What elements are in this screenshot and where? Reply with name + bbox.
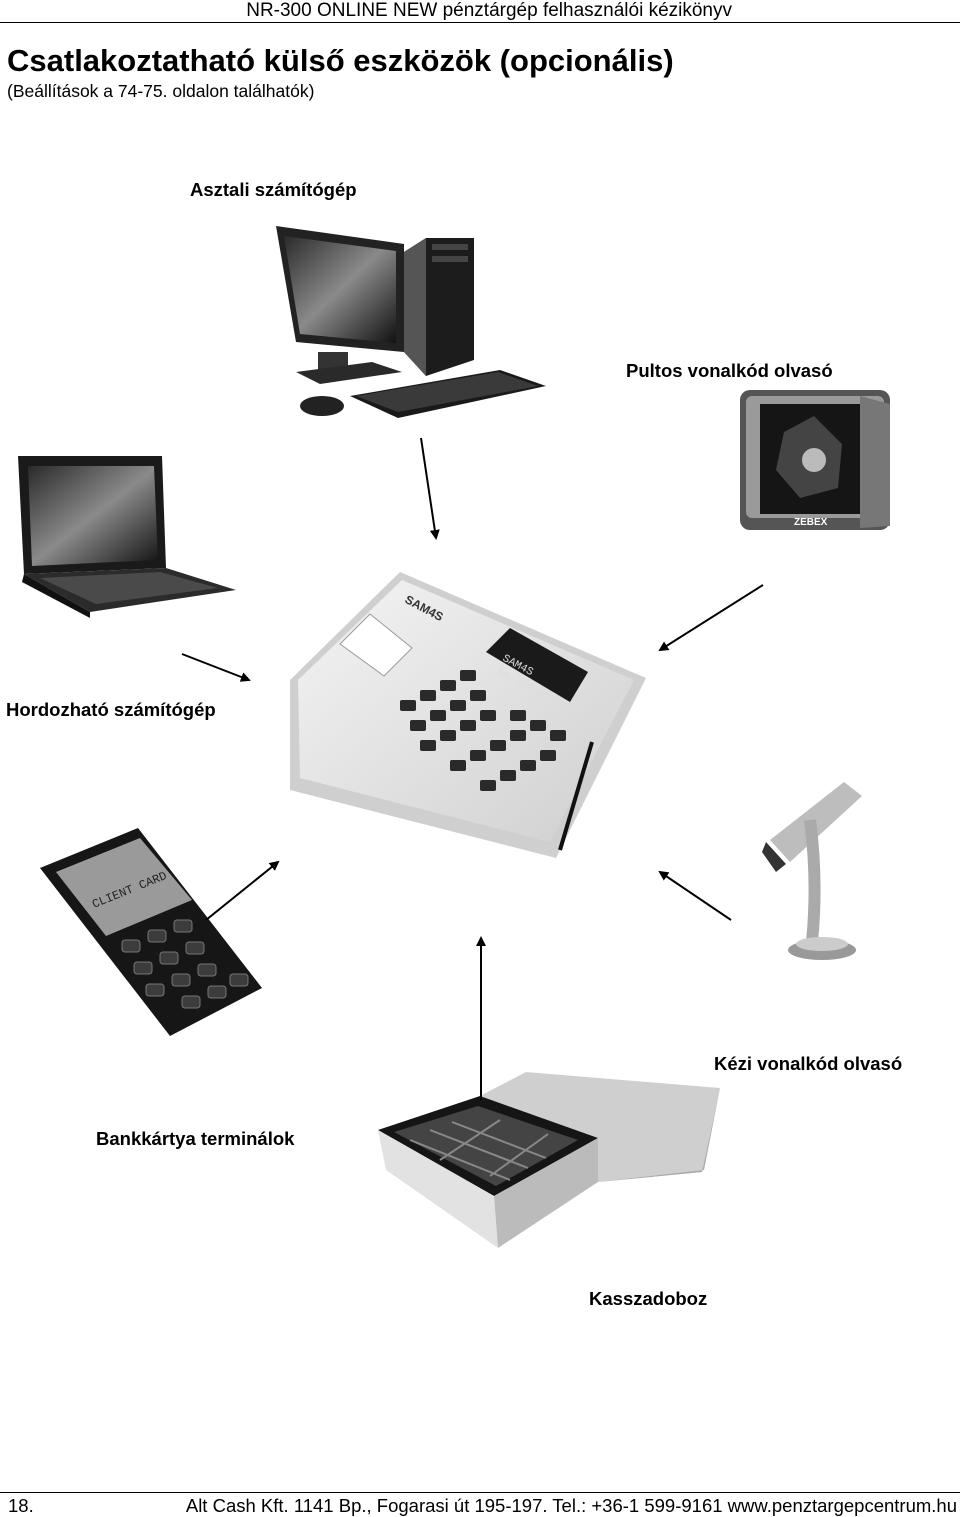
arrow-handheld-scanner [658, 870, 732, 921]
arrow-counter-scanner [658, 584, 764, 652]
counter-scanner-image: ZEBEX [740, 390, 890, 530]
desktop-computer-image [276, 226, 546, 418]
label-cash-drawer: Kasszadoboz [589, 1288, 707, 1309]
running-header: NR-300 ONLINE NEW pénztárgép felhasználó… [0, 0, 960, 23]
page-subtitle: (Beállítások a 74-75. oldalon találhatók… [7, 81, 315, 101]
label-desktop: Asztali számítógép [190, 179, 357, 200]
arrow-desktop [420, 437, 440, 540]
page-footer: 18. Alt Cash Kft. 1141 Bp., Fogarasi út … [0, 1492, 960, 1517]
arrow-card-terminal [205, 860, 280, 921]
company-info: Alt Cash Kft. 1141 Bp., Fogarasi út 195-… [185, 1495, 957, 1516]
cash-drawer-image [378, 1072, 720, 1248]
handheld-scanner-image [762, 782, 862, 960]
label-counter-scanner: Pultos vonalkód olvasó [626, 360, 833, 381]
scanner-brand: ZEBEX [794, 517, 828, 528]
label-laptop: Hordozható számítógép [6, 699, 216, 720]
card-terminal-image: CLIENT CARD [40, 828, 262, 1036]
header-text: NR-300 ONLINE NEW pénztárgép felhasználó… [246, 0, 732, 21]
laptop-image [18, 456, 236, 618]
label-card-terminal: Bankkártya terminálok [96, 1128, 295, 1149]
label-handheld-scanner: Kézi vonalkód olvasó [714, 1053, 902, 1074]
cash-register-image: SAM4S NR-300 ONLINE SAM4S [290, 572, 646, 858]
page-number: 18. [8, 1495, 34, 1516]
arrow-laptop [181, 653, 251, 682]
page-title: Csatlakoztatható külső eszközök (opcioná… [7, 43, 674, 78]
